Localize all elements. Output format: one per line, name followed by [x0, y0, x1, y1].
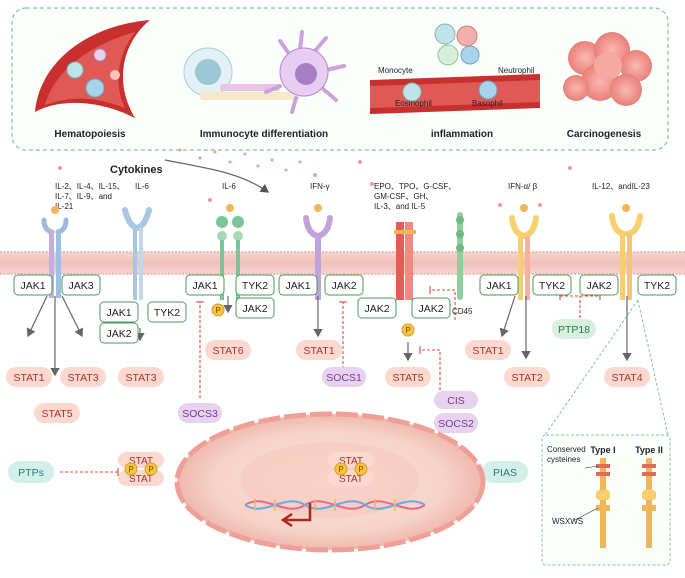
jak-box-text: JAK2: [331, 280, 356, 292]
jak-box-text: JAK3: [68, 280, 93, 292]
ptps-label: PTPs: [18, 467, 44, 479]
immunocyte-illustration: [183, 30, 346, 114]
receptor-epo-family: [394, 222, 416, 300]
jak-box-text: JAK2: [242, 303, 267, 315]
cytokine-dots: [58, 148, 572, 207]
hematopoiesis-illustration: [35, 20, 150, 118]
phospho-label: P: [405, 326, 410, 335]
receptor-il6-b: [216, 204, 244, 300]
phospho-label: P: [148, 465, 153, 474]
regulator-pills: SOCS1 SOCS3 CIS SOCS2 PTP18 PTPs PIAS: [8, 319, 596, 483]
stat-pill-text: STAT5: [41, 408, 72, 420]
title-immunocyte: Immunocyte differentiation: [200, 129, 328, 140]
receptor-label-il6-a: IL-6: [135, 182, 149, 191]
receptor-label-il6-b: IL-6: [222, 182, 236, 191]
dimer-label: STAT: [339, 456, 363, 467]
stat-pill-text: STAT1: [13, 372, 44, 384]
label-basophil: Basophil: [472, 99, 503, 108]
socs2-label: SOCS2: [438, 418, 474, 430]
stat-pill-text: STAT3: [67, 372, 98, 384]
stat-pill-text: STAT4: [611, 372, 642, 384]
label-monocyte: Monocyte: [378, 66, 413, 75]
stat-pill-text: STAT5: [392, 372, 423, 384]
stat-pill-text: STAT2: [511, 372, 542, 384]
receptor-ifn-gamma: [303, 204, 333, 300]
receptor-label-epo-family: EPO、TPO、G-CSF、GM-CSF、GH、IL-3、and IL-5: [374, 182, 456, 211]
jak-box-text: JAK1: [285, 280, 310, 292]
dimer-label: STAT: [339, 474, 363, 485]
jak-box-text: JAK1: [192, 280, 217, 292]
phospho-label: P: [358, 465, 363, 474]
jak-box-text: JAK1: [20, 280, 45, 292]
receptor-il12-il23: [609, 204, 643, 300]
jak-box-text: JAK2: [418, 303, 443, 315]
ptp18-label: PTP18: [558, 324, 590, 336]
stat-pill-text: STAT1: [472, 345, 503, 357]
jak-box-text: TYK2: [539, 280, 565, 292]
receptor-ifn-alpha-beta: [509, 204, 539, 300]
stat-pill-text: STAT6: [212, 345, 243, 357]
title-carcinogenesis: Carcinogenesis: [567, 129, 642, 140]
cis-label: CIS: [447, 395, 465, 407]
transcription-arrow: [285, 503, 312, 522]
top-panel-frame: [11, 7, 669, 151]
cell-membrane: [0, 251, 685, 275]
socs3-label: SOCS3: [182, 408, 218, 420]
jak-box-text: TYK2: [154, 307, 180, 319]
phosphate-markers: P P: [211, 303, 415, 337]
stat-pills: STAT1 STAT3 STAT5 STAT3 STAT6 STAT1 STAT…: [6, 340, 650, 423]
label-neutrophil: Neutrophil: [498, 66, 535, 75]
jak-box-text: TYK2: [242, 280, 268, 292]
pias-label: PIAS: [493, 467, 517, 479]
stat-dimer-nucleus: STAT STAT P P: [328, 452, 374, 486]
label-eosinophil: Eosinophil: [395, 99, 432, 108]
inset-wsxws-label: WSXWS: [552, 517, 583, 526]
title-inflammation: inflammation: [431, 129, 493, 140]
receptor-il6-a: [122, 207, 152, 300]
receptor-label-ifn-alpha-beta: IFN-α/ β: [508, 182, 538, 191]
cytokines-label: Cytokines: [110, 164, 163, 176]
cd45-molecule: [456, 212, 464, 300]
cytokine-arrow: [164, 159, 269, 193]
inset-type2-label: Type II: [635, 445, 663, 455]
cd45-label: CD45: [452, 307, 473, 316]
jak-box-text: JAK1: [486, 280, 511, 292]
dimer-label: STAT: [129, 456, 153, 467]
jak-box-text: JAK2: [586, 280, 611, 292]
stat-dimer-cytoplasm: STAT STAT P P: [118, 452, 164, 486]
jak-box-text: JAK2: [106, 328, 131, 340]
receptor-label-il12-il23: IL-12、andIL-23: [592, 182, 650, 191]
jak-box-text: JAK1: [106, 307, 131, 319]
stat-pill-text: STAT1: [303, 345, 334, 357]
title-hematopoiesis: Hematopoiesis: [54, 129, 126, 140]
jak-boxes: JAK1 JAK3 JAK1 JAK2 TYK2 JAK1 TYK2 JAK2 …: [13, 274, 677, 344]
jak-box-text: TYK2: [644, 280, 670, 292]
receptor-il2-family: [41, 206, 69, 298]
socs1-label: SOCS1: [326, 372, 362, 384]
phospho-label: P: [215, 306, 220, 315]
dimer-label: STAT: [129, 474, 153, 485]
inset-type1-label: Type I: [590, 445, 615, 455]
receptor-label-ifn-gamma: IFN-γ: [310, 182, 330, 191]
phospho-label: P: [338, 465, 343, 474]
phospho-label: P: [128, 465, 133, 474]
stat-pill-text: STAT3: [125, 372, 156, 384]
jak-box-text: JAK2: [364, 303, 389, 315]
receptor-type-inset: [541, 299, 671, 566]
inflammation-illustration: [370, 23, 540, 114]
carcinogenesis-illustration: [563, 32, 652, 106]
